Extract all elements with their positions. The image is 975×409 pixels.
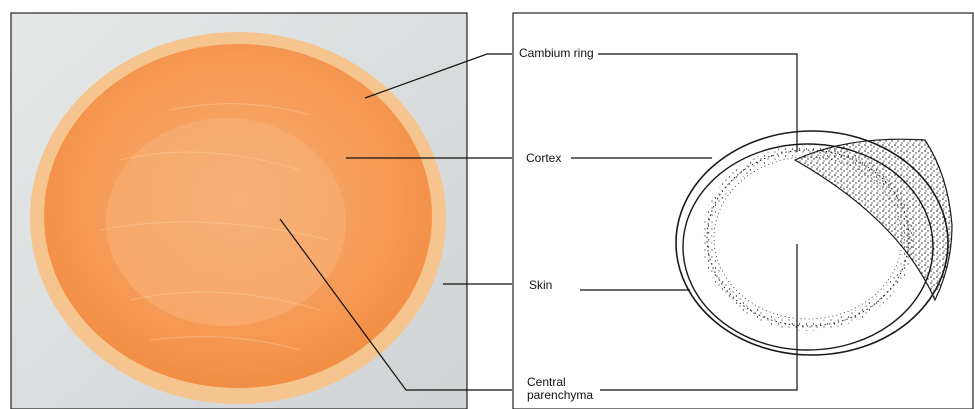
label-central-line2: parenchyma <box>527 389 617 402</box>
slice-core <box>106 118 346 326</box>
label-skin: Skin <box>529 279 552 292</box>
label-cortex: Cortex <box>526 152 561 165</box>
photo-panel <box>11 13 467 409</box>
label-central-line1: Central <box>527 375 566 389</box>
drawing-panel <box>513 13 973 409</box>
label-central-parenchyma: Central parenchyma <box>527 376 617 402</box>
label-cambium-ring: Cambium ring <box>519 47 594 60</box>
